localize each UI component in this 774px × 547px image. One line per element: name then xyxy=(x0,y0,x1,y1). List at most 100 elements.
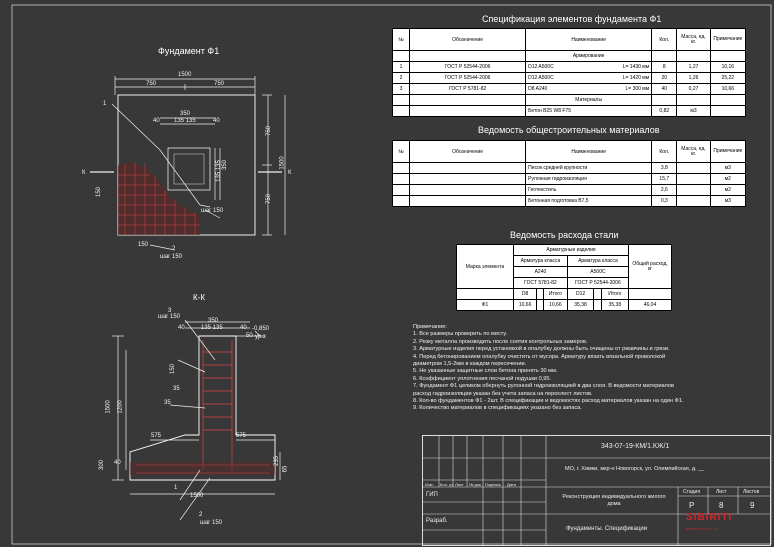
note-item: 7. Фундамент Ф1 целиком обернуть рулонно… xyxy=(413,383,674,390)
spec-group-mat: Материалы xyxy=(525,94,653,106)
stamp-col-list: Лист xyxy=(455,482,464,487)
dim-offset-a: 40 xyxy=(153,118,160,124)
stamp-col-kol: Кол. уч. xyxy=(440,482,455,487)
sec-dim-col-parts: 135 135 xyxy=(201,325,223,331)
spec-cell: ГОСТ Р 52544-2006 xyxy=(409,72,527,84)
mat-cell: 15,7 xyxy=(651,173,678,185)
sec-dim-h1200: 1200 xyxy=(117,400,124,414)
steel-h-gost2: ГОСТ Р 52544-2006 xyxy=(566,277,630,289)
title-block-grid xyxy=(423,436,770,545)
sec-dim-h35a: 35 xyxy=(173,386,180,392)
dim-h150: 150 xyxy=(96,186,103,198)
dim-col-width: 350 xyxy=(180,111,191,117)
dim-depth-upper: 750 xyxy=(266,125,273,137)
note-item: расход гидроизоляции указан без учета за… xyxy=(413,390,593,397)
sec-callout-step3: шаг 150 xyxy=(158,314,181,320)
spec-h-mark: Обозначение xyxy=(409,28,527,51)
steel-h-d12: D12 xyxy=(566,288,595,300)
spec-cell: 10,66 xyxy=(709,83,747,95)
note-item: 2. Резку металла производить после сняти… xyxy=(413,338,588,345)
stage-label: Стадия xyxy=(683,489,701,495)
spec-h-name: Наименование xyxy=(525,28,653,51)
sec-callout-mark2: 2 xyxy=(199,512,203,518)
dim-depth-total: 1500 xyxy=(279,156,286,170)
notes-block: Примечание: 1. Все размеры проверить по … xyxy=(413,324,743,413)
mat-h-n: № xyxy=(391,140,411,163)
sec-dim-h65: 65 xyxy=(282,465,289,473)
mat-cell: 2,6 xyxy=(651,184,678,196)
steel-h-products: Арматурные изделия xyxy=(513,244,629,256)
spec-h-qty: Кол. xyxy=(651,28,678,51)
list-value: 8 xyxy=(719,501,724,510)
spec-cell: м3 xyxy=(676,105,711,117)
stamp-col-ndoc: № док. xyxy=(469,482,482,487)
spec-name: D8 A240 xyxy=(528,86,548,92)
title-block: 343-07-19-КМ/1.КЖ/1 МО, г. Химки, мкр-н … xyxy=(422,435,771,546)
mat-cell: м2 xyxy=(709,184,747,196)
mat-cell: м3 xyxy=(709,195,747,207)
spec-cell: 40 xyxy=(651,83,678,95)
lists-label: Листов xyxy=(743,489,760,495)
steel-h-a240: А240 xyxy=(513,266,568,278)
spec-name: D12 A500C xyxy=(528,75,554,81)
spec-cell: 20 xyxy=(651,72,678,84)
note-item: 1. Все размеры проверить по месту. xyxy=(413,331,508,338)
materials-title: Ведомость общестроительных материалов xyxy=(478,125,660,135)
steel-cell: 10,66 xyxy=(542,299,568,311)
stamp-col-data: Дата xyxy=(507,482,516,487)
stamp-gip: ГИП xyxy=(426,492,438,498)
steel-h-a500: А500С xyxy=(566,266,630,278)
steel-cell: 35,38 xyxy=(566,299,595,311)
sec-dim-base-right: 575 xyxy=(236,433,247,439)
mat-cell: Рулонная гидроизоляция xyxy=(525,173,653,185)
spec-group-reinf: Армирование xyxy=(525,50,653,62)
stamp-razrab: Разраб. xyxy=(426,518,448,524)
sheet-name: Фундаменты. Спецификации xyxy=(566,526,648,532)
mat-h-name: Наименование xyxy=(525,140,653,163)
doc-code: 343-07-19-КМ/1.КЖ/1 xyxy=(601,443,670,450)
dim-col-parts-v: 135 135 xyxy=(215,160,222,182)
spec-len: L= 300 мм xyxy=(625,86,650,92)
steel-h-gost1: ГОСТ 5781-82 xyxy=(513,277,568,289)
dim-offset-b: 40 xyxy=(213,118,220,124)
sec-dim-offset-a: 40 xyxy=(178,325,185,331)
sec-callout-mark3: 3 xyxy=(168,308,172,314)
notes-heading: Примечание: xyxy=(413,324,447,330)
steel-h-grand: Общий расход, кг xyxy=(628,244,672,289)
stamp-col-izm: Изм. xyxy=(425,482,434,487)
steel-title: Ведомость расхода стали xyxy=(510,230,619,240)
sec-dim-base-h: 300 xyxy=(99,459,106,471)
section-title: К-К xyxy=(193,293,205,302)
stage-value: Р xyxy=(689,501,695,510)
callout-mark2: 2 xyxy=(172,246,176,252)
spec-name: D12 A500C xyxy=(528,64,554,70)
dim-half-left: 750 xyxy=(146,81,157,87)
spec-cell: Бетон B25 W8 F75 xyxy=(525,105,653,117)
cut-mark-left: К xyxy=(82,170,86,176)
spec-cell: ГОСТ Р 5781-82 xyxy=(409,83,527,95)
spec-cell: ГОСТ Р 52544-2006 xyxy=(409,61,527,73)
sec-dim-offset-b: 40 xyxy=(240,325,247,331)
note-item: 4. Перед бетонированием опалубку очистит… xyxy=(413,353,666,360)
spec-cell: 25,22 xyxy=(709,72,747,84)
spec-cell: 1,26 xyxy=(676,72,711,84)
sec-dim-col-width: 350 xyxy=(208,318,219,324)
spec-cell: 0,82 xyxy=(651,105,678,117)
note-item: 9. Количество материалов в спецификациях… xyxy=(413,405,582,412)
steel-cell: 10,66 xyxy=(512,299,538,311)
lists-value: 9 xyxy=(750,501,755,510)
spec-mat-row: Бетон B25 W8 F75 0,82 м3 xyxy=(391,105,747,117)
steel-h-total1: Итого xyxy=(542,288,568,300)
note-item: 8. Кол-во фундаментов Ф1 - 2шт. В специф… xyxy=(413,398,684,405)
note-item: 3. Арматурные изделия перед установкой в… xyxy=(413,346,670,353)
callout-mark1: 1 xyxy=(103,101,107,107)
steel-h-d8: D8 xyxy=(512,288,538,300)
spec-cell: D8 A240 L= 300 мм xyxy=(525,83,653,95)
